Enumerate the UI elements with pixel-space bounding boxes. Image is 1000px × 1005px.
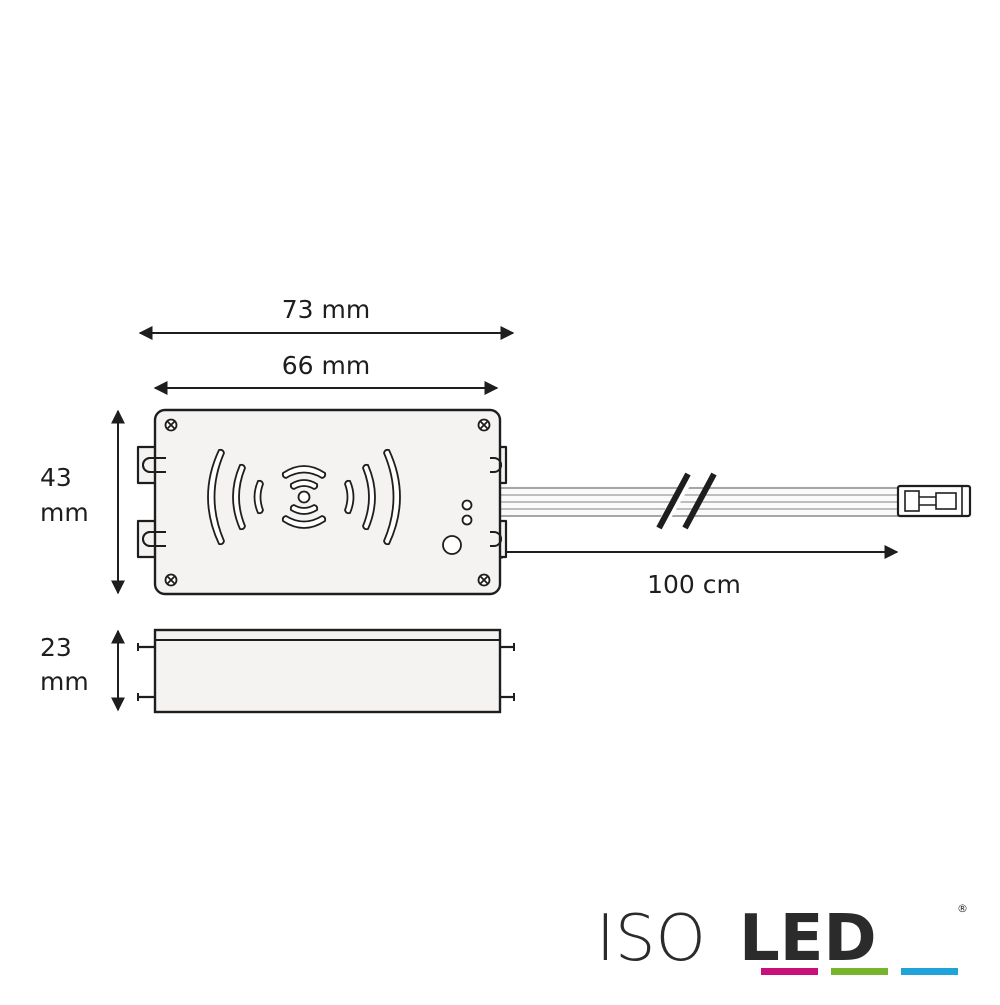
dimension-66mm: 66 mm <box>153 351 499 395</box>
sensor-body-side-view <box>137 628 515 714</box>
dimension-43mm: 43 mm <box>40 409 125 595</box>
cable-break-symbol <box>653 472 717 530</box>
label-depth-unit: mm <box>40 667 89 696</box>
screw-icon <box>164 573 178 587</box>
housing-slot-cutouts <box>142 457 502 547</box>
indicator-led-icon <box>461 499 473 511</box>
logo-color-bar-magenta <box>761 968 818 975</box>
sensor-body-top-view <box>136 408 508 596</box>
label-outer-width: 73 mm <box>282 295 370 324</box>
sensor-wave-icon <box>207 448 401 546</box>
registered-mark: ® <box>957 902 968 915</box>
label-inner-width: 66 mm <box>282 351 370 380</box>
dimension-100cm: 100 cm <box>488 545 899 599</box>
logo-color-bar-blue <box>901 968 958 975</box>
setup-button-icon <box>442 535 462 555</box>
logo-text-bold: LED <box>739 902 877 976</box>
label-height-unit: mm <box>40 498 89 527</box>
screws <box>164 418 491 587</box>
dimension-73mm: 73 mm <box>138 295 515 340</box>
indicator-led-icon <box>461 514 473 526</box>
logo-text-light: ISO <box>596 902 706 976</box>
housing-outline <box>153 408 502 596</box>
label-depth-value: 23 <box>40 633 72 662</box>
isoled-logo: ISO LED ® <box>596 902 968 976</box>
cable-connector <box>896 484 972 518</box>
label-cable-length: 100 cm <box>647 570 741 599</box>
screw-icon <box>477 418 491 432</box>
dimension-23mm: 23 mm <box>40 629 125 712</box>
screw-icon <box>164 418 178 432</box>
cable <box>488 472 900 530</box>
label-height-value: 43 <box>40 463 72 492</box>
screw-icon <box>477 573 491 587</box>
logo-color-bar-green <box>831 968 888 975</box>
